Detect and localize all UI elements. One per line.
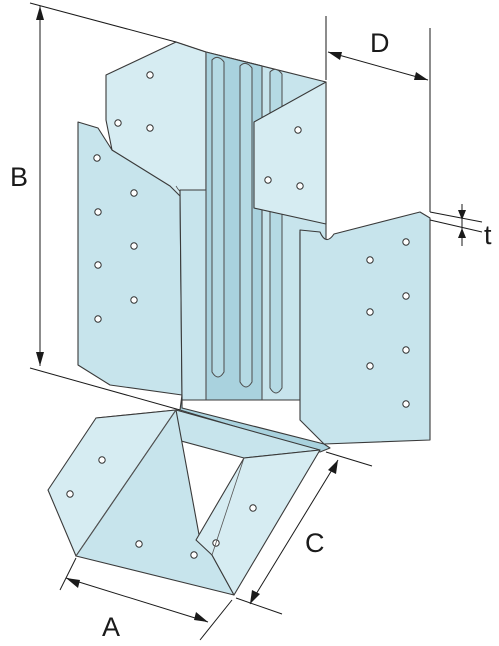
t-arrow-top — [458, 210, 466, 220]
top-right-flange — [253, 81, 327, 225]
a-label: A — [102, 612, 120, 642]
dimension-d: D — [325, 16, 431, 212]
t-label: t — [484, 220, 492, 250]
b-arrow-bottom — [36, 352, 44, 366]
c-extension-top — [325, 451, 373, 467]
a-arrow-left — [66, 578, 80, 588]
bottom-seat — [47, 409, 321, 596]
a-extension-right — [199, 599, 233, 641]
d-arrow-right — [414, 72, 428, 80]
d-dimension-line — [327, 51, 429, 81]
a-arrow-right — [194, 612, 208, 622]
dimension-b: B — [10, 2, 181, 411]
dimension-t: t — [429, 204, 492, 250]
a-extension-left — [59, 557, 77, 591]
dimension-a: A — [59, 557, 233, 642]
c-extension-bottom — [235, 597, 283, 615]
t-arrow-bottom — [458, 228, 466, 238]
c-label: C — [305, 528, 325, 558]
dimension-c: C — [235, 451, 373, 615]
a-dimension-line — [65, 577, 209, 623]
right-web-plate — [299, 211, 431, 445]
t-extension-bottom — [429, 219, 483, 233]
c-arrow-bottom — [250, 590, 260, 604]
b-extension-bottom — [29, 367, 181, 411]
b-arrow-top — [36, 6, 44, 20]
c-arrow-top — [328, 460, 338, 474]
t-extension-top — [429, 211, 483, 223]
b-extension-top — [29, 2, 177, 43]
d-arrow-left — [328, 52, 342, 60]
c-dimension-line — [249, 459, 339, 605]
b-label: B — [10, 162, 28, 192]
d-label: D — [370, 28, 390, 58]
